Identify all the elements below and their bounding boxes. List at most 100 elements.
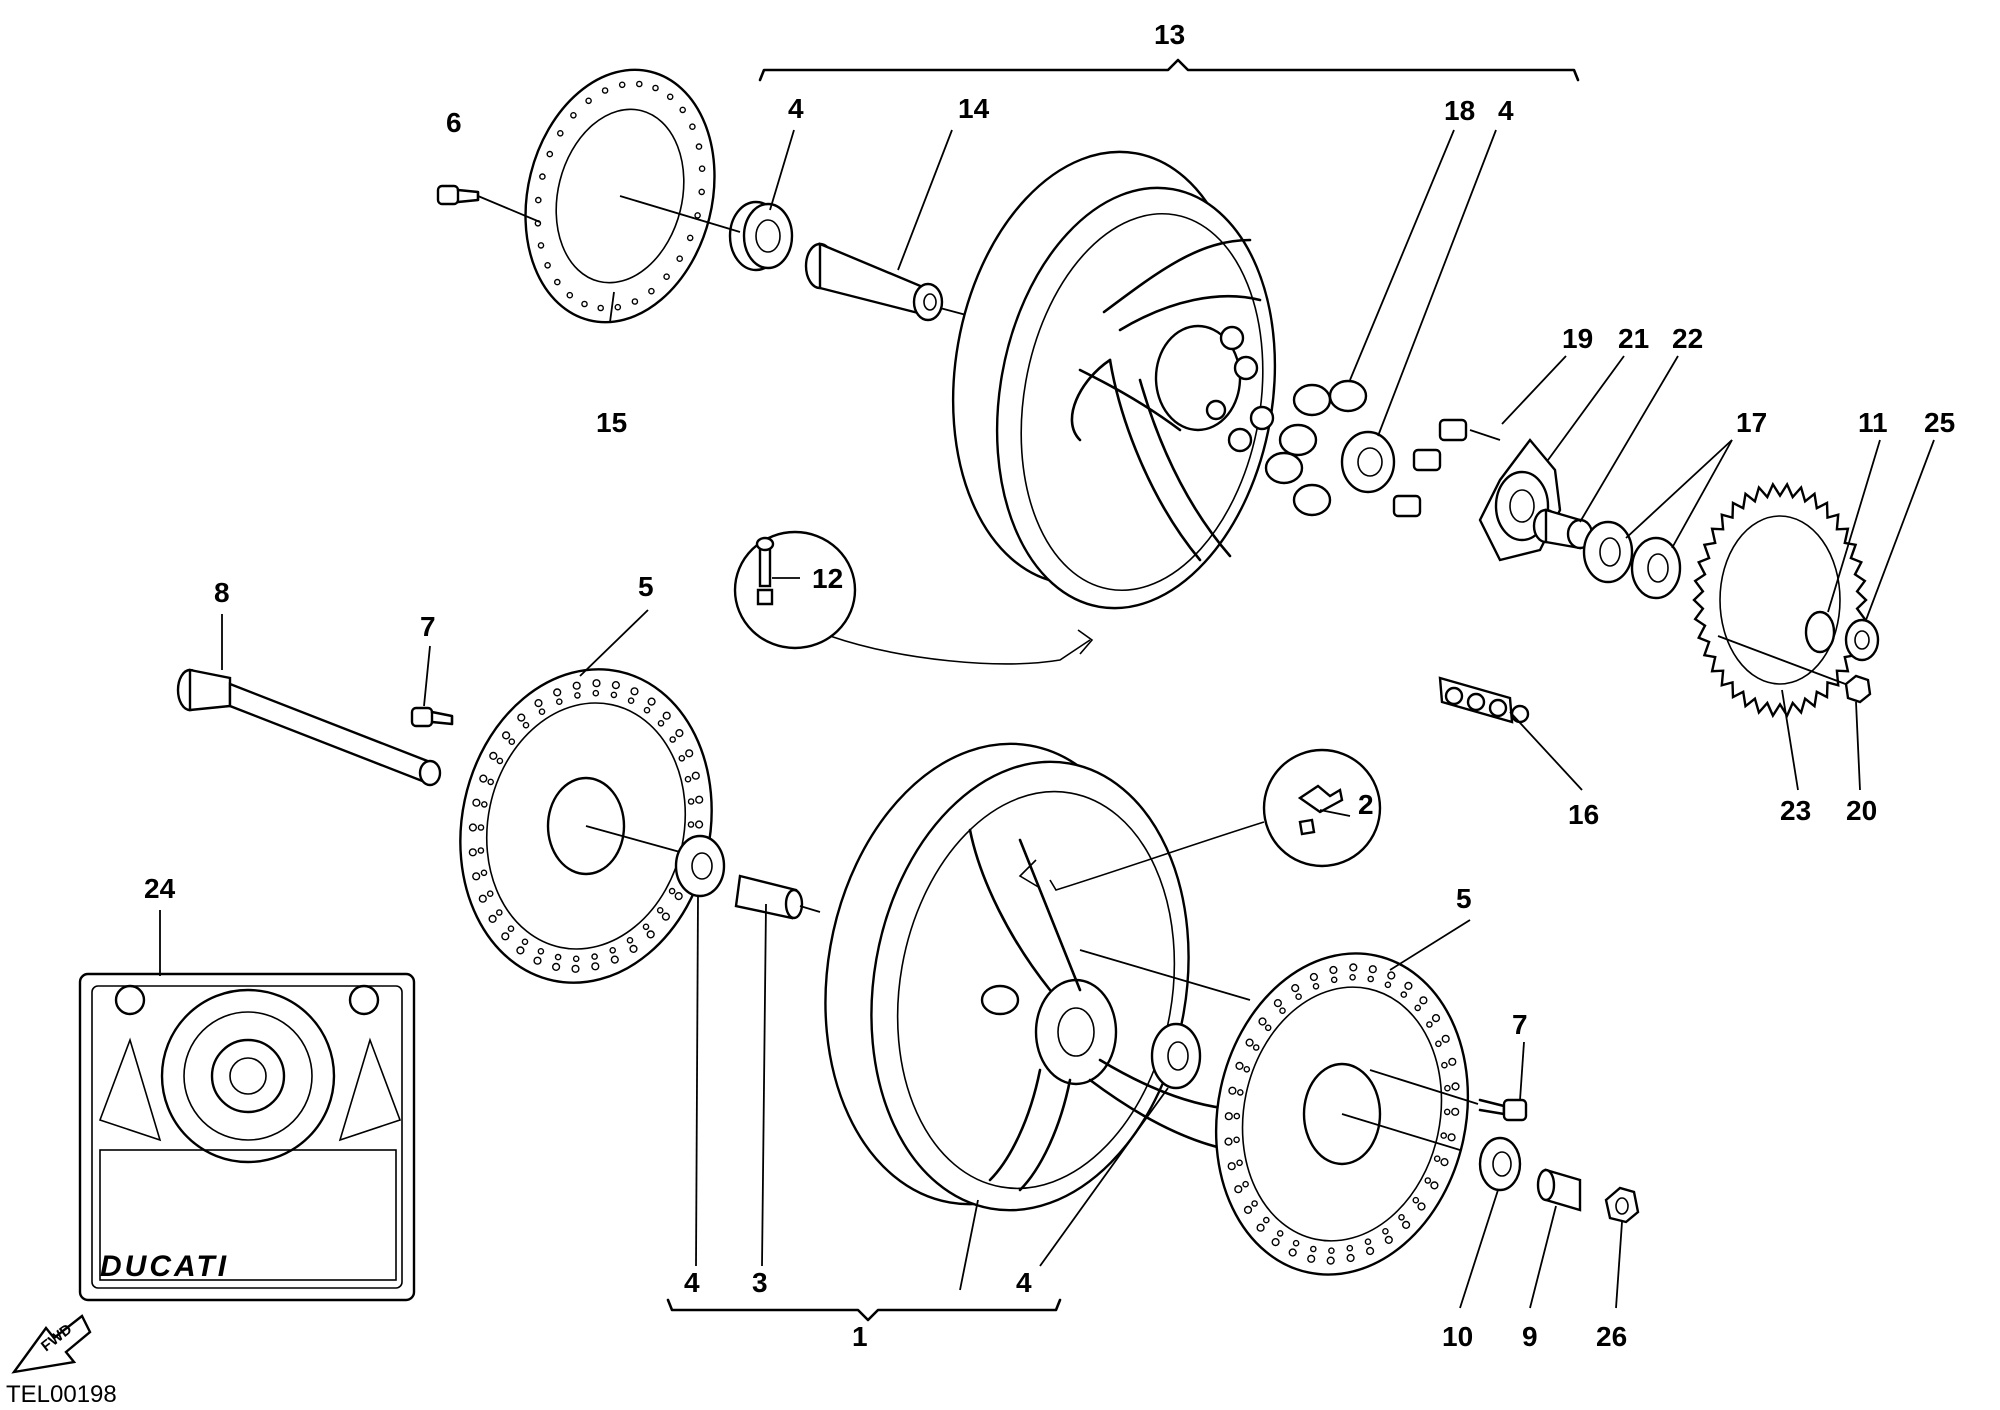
callout-19: 19 [1562, 323, 1593, 354]
callout-23: 23 [1780, 795, 1811, 826]
front-spacer-ring [1478, 1136, 1522, 1192]
disc-hole [1448, 1057, 1457, 1066]
disc-hole [1349, 963, 1358, 972]
callout-17: 17 [1736, 407, 1767, 438]
disc-hole [1263, 1216, 1270, 1224]
disc-hole [1243, 1205, 1253, 1215]
disc-hole [675, 728, 684, 738]
disc-hole [687, 821, 695, 828]
disc-hole [1329, 965, 1338, 975]
disc-hole [1234, 1185, 1243, 1194]
disc-hole [668, 887, 676, 895]
disc-hole [694, 820, 704, 829]
disc-hole [601, 87, 609, 94]
callout-24: 24 [144, 873, 176, 904]
service-plate: DUCATI [78, 972, 416, 1302]
disc-hole [1400, 991, 1408, 998]
disc-hole [652, 84, 659, 92]
disc-hole [1401, 1220, 1411, 1230]
disc-hole [1346, 1253, 1355, 1263]
disc-hole [695, 143, 703, 150]
disc-hole [1328, 1247, 1335, 1254]
disc-hole [698, 165, 706, 172]
disc-hole [572, 681, 581, 690]
disc-hole [695, 795, 704, 804]
disc-hole [554, 278, 561, 286]
rear-bearing-left [728, 200, 794, 272]
disc-hole [508, 738, 516, 746]
disc-hole [533, 956, 542, 965]
disc-hole [676, 255, 684, 263]
disc-hole [1451, 1107, 1460, 1116]
front-wheel [824, 742, 1252, 1212]
disc-hole [534, 698, 543, 708]
front-wheel-group [176, 668, 1640, 1322]
disc-hole [1447, 1133, 1456, 1142]
disc-hole [486, 890, 494, 898]
disc-hole [571, 964, 580, 973]
disc-hole [1309, 972, 1319, 982]
front-axle-nut [1604, 1186, 1640, 1224]
disc-hole [1349, 974, 1356, 981]
disc-hole [496, 757, 504, 765]
disc-hole [1430, 1181, 1439, 1190]
disc-hole [643, 706, 651, 714]
disc-hole [662, 711, 671, 720]
disc-hole [1235, 1061, 1244, 1071]
disc-hole [1237, 1089, 1244, 1096]
disc-hole [551, 962, 561, 972]
disc-hole [610, 691, 618, 699]
disc-hole [566, 291, 574, 299]
callout-10: 10 [1442, 1321, 1473, 1352]
sprocket-nut [1844, 674, 1872, 704]
disc-hole [522, 721, 530, 729]
callout-16: 16 [1568, 799, 1599, 830]
disc-hole [592, 689, 600, 697]
drawing-code: TEL00198 [6, 1381, 117, 1408]
callout-22: 22 [1672, 323, 1703, 354]
disc-hole [1417, 1202, 1426, 1211]
disc-hole [1433, 1155, 1441, 1162]
callout-4: 4 [788, 93, 804, 124]
rear-wheel [951, 150, 1277, 610]
disc-hole [1440, 1157, 1449, 1167]
front-bearing-left [674, 834, 726, 898]
disc-hole [1431, 1013, 1441, 1023]
disc-hole [1252, 1044, 1260, 1051]
disc-hole [1224, 1137, 1233, 1146]
disc-hole [554, 953, 562, 961]
disc-hole [1419, 996, 1428, 1005]
callout-7: 7 [420, 611, 436, 642]
disc-hole [507, 925, 515, 933]
disc-hole [489, 751, 498, 761]
disc-hole [557, 129, 564, 137]
disc-hole [1256, 1223, 1265, 1232]
disc-hole [553, 688, 562, 697]
disc-hole [610, 955, 619, 964]
disc-hole [574, 692, 581, 699]
disc-hole [663, 273, 670, 281]
disc-hole [1404, 981, 1413, 991]
callout-14: 14 [958, 93, 990, 124]
disc-hole [629, 944, 638, 954]
disc-hole [694, 212, 701, 219]
disc-hole [537, 242, 545, 249]
disc-hole [647, 697, 656, 706]
disc-hole [1228, 1086, 1237, 1095]
callout-26: 26 [1596, 1321, 1627, 1352]
disc-hole [1382, 1228, 1389, 1235]
disc-hole [1364, 1238, 1372, 1245]
front-axle [176, 668, 442, 787]
disc-hole [1312, 983, 1320, 990]
disc-hole [674, 891, 683, 901]
disc-hole [556, 698, 563, 706]
rear-valve-detail [733, 530, 1094, 665]
disc-hole [1387, 971, 1396, 980]
callout-6: 6 [446, 107, 462, 138]
disc-hole [480, 801, 488, 808]
rear-wheel-group [436, 58, 1880, 724]
forward-direction-arrow: FWD [11, 1314, 92, 1374]
disc-hole [1273, 998, 1283, 1008]
callout-12: 12 [812, 563, 843, 594]
